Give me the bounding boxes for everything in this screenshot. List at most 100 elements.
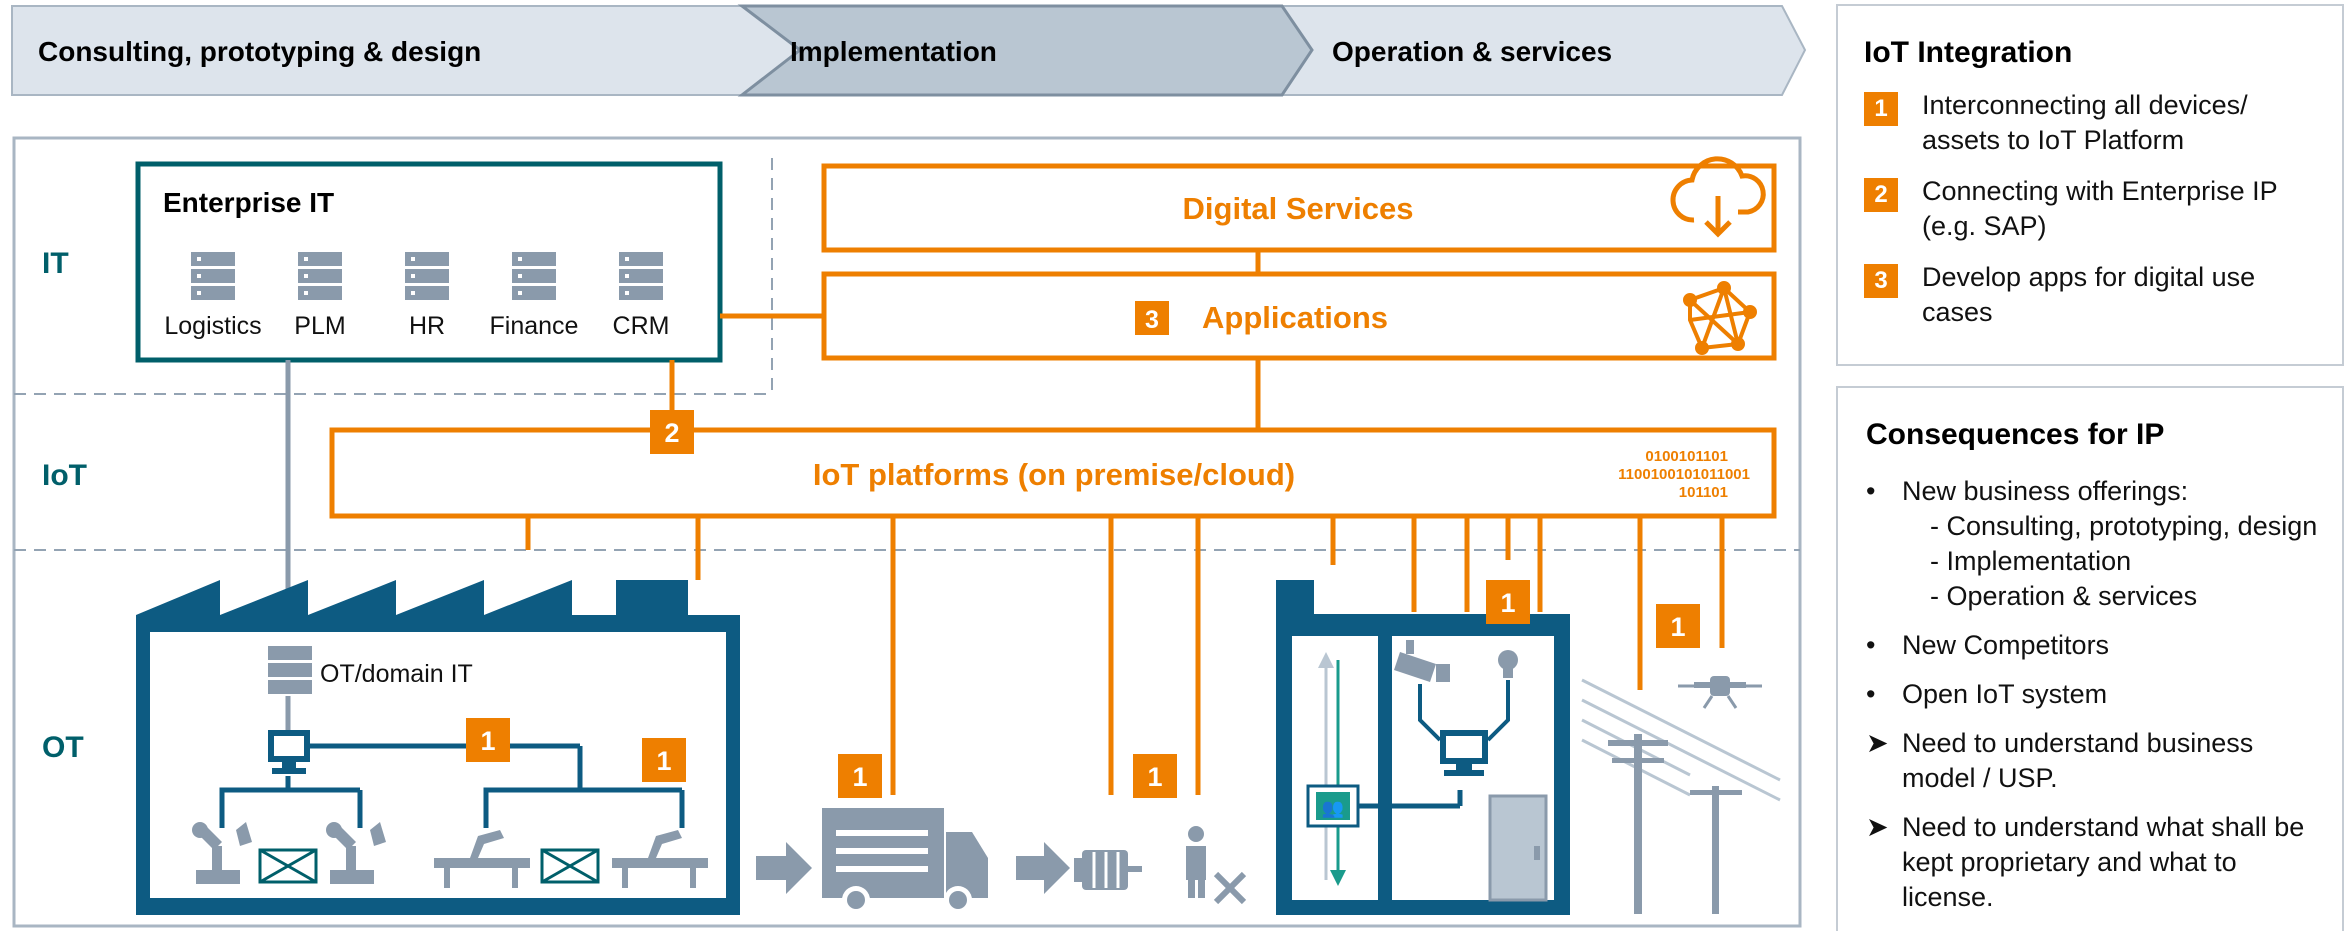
system-crm: CRM bbox=[613, 312, 670, 340]
svg-text:1: 1 bbox=[1147, 762, 1162, 792]
enterprise-it-title: Enterprise IT bbox=[163, 187, 334, 218]
bullet-text: New business offerings: bbox=[1902, 476, 2189, 506]
badge-1-motor bbox=[1133, 754, 1177, 798]
binary-line-1: 0100101101 bbox=[1645, 448, 1728, 465]
iot-integration-title: IoT Integration bbox=[1864, 36, 2073, 69]
layer-label-iot: IoT bbox=[42, 459, 87, 492]
bullet-text: Open IoT system bbox=[1902, 679, 2108, 709]
phase-consulting-label: Consulting, prototyping & design bbox=[38, 36, 481, 67]
cloud-download-icon bbox=[1670, 156, 1766, 238]
binary-line-2: 1100100101011001 bbox=[1618, 466, 1750, 483]
technician-icon bbox=[1186, 826, 1247, 905]
bullet-text: New Competitors bbox=[1902, 630, 2110, 660]
server-icons bbox=[191, 252, 663, 300]
factory-network-lines bbox=[219, 743, 685, 828]
badge-3-text: 3 bbox=[1145, 306, 1159, 334]
phase-implementation-label: Implementation bbox=[790, 36, 997, 67]
truck-icon bbox=[822, 808, 988, 914]
motor-icon bbox=[1074, 850, 1142, 890]
iot-platform-label: IoT platforms (on premise/cloud) bbox=[813, 457, 1295, 492]
badge-2-text: 2 bbox=[664, 418, 679, 448]
sub-item: - Operation & services bbox=[1930, 581, 2198, 611]
server-icon-rack bbox=[191, 286, 235, 300]
iot-connection-lines bbox=[525, 516, 1725, 795]
integration-item: 2 Connecting with Enterprise IP (e.g. SA… bbox=[1864, 174, 2318, 244]
integration-text: Develop apps for digital use cases bbox=[1922, 262, 2256, 327]
integration-text: Connecting with Enterprise IP (e.g. SAP) bbox=[1922, 176, 2278, 241]
arrow-text: Need to understand what shall be kept pr… bbox=[1902, 812, 2305, 912]
server-icon-rack bbox=[512, 252, 556, 266]
bullet-item: •New business offerings: bbox=[1866, 474, 2322, 509]
integration-num: 3 bbox=[1864, 264, 1898, 298]
integration-num: 2 bbox=[1864, 178, 1898, 212]
computer-icon bbox=[268, 730, 310, 774]
badge-1-building bbox=[1486, 580, 1530, 624]
svg-text:1: 1 bbox=[852, 762, 867, 792]
applications-label: Applications bbox=[1202, 300, 1388, 335]
door-icon bbox=[1488, 794, 1548, 902]
server-icon-rack bbox=[619, 286, 663, 300]
server-icon-rack bbox=[405, 286, 449, 300]
server-icon-rack bbox=[619, 252, 663, 266]
arrow-to-truck bbox=[756, 842, 812, 894]
domain-it-label: OT/domain IT bbox=[320, 660, 473, 688]
bullet-item: •New Competitors bbox=[1866, 628, 2322, 663]
server-icon-rack bbox=[191, 252, 235, 266]
layer-label-ot: OT bbox=[42, 731, 84, 764]
server-icon-rack bbox=[619, 269, 663, 283]
svg-text:1: 1 bbox=[480, 726, 495, 756]
digital-services-label: Digital Services bbox=[1183, 191, 1414, 226]
server-icon-rack bbox=[405, 269, 449, 283]
integration-num: 1 bbox=[1864, 92, 1898, 126]
server-icon-rack bbox=[512, 286, 556, 300]
layer-label-it: IT bbox=[42, 247, 69, 280]
arrow-to-motor bbox=[1016, 842, 1070, 894]
svg-text:1: 1 bbox=[656, 746, 671, 776]
camera-icon bbox=[1394, 640, 1450, 682]
sub-item: - Consulting, prototyping, design bbox=[1930, 511, 2318, 541]
consequences-title: Consequences for IP bbox=[1866, 418, 2165, 451]
system-finance: Finance bbox=[490, 312, 579, 340]
robot-arm-icon bbox=[192, 822, 252, 884]
sub-item: - Implementation bbox=[1930, 546, 2132, 576]
server-icon-rack bbox=[191, 269, 235, 283]
system-plm: PLM bbox=[294, 312, 345, 340]
badge-1-truck bbox=[838, 754, 882, 798]
badge-1-factory-b bbox=[642, 738, 686, 782]
bullet-item: •Open IoT system bbox=[1866, 677, 2322, 712]
server-icon-rack bbox=[298, 286, 342, 300]
system-hr: HR bbox=[409, 312, 445, 340]
iot-platform-box bbox=[329, 427, 1777, 519]
badge-2-enterprise-link bbox=[650, 410, 694, 454]
main-frame bbox=[12, 136, 1802, 928]
binary-line-3: 101101 bbox=[1679, 484, 1728, 501]
conveyor-robot-icon bbox=[434, 830, 708, 888]
arrow-text: Need to understand business model / USP. bbox=[1902, 728, 2254, 793]
svg-text:1: 1 bbox=[1500, 588, 1515, 618]
consequences-panel: Consequences for IP •New business offeri… bbox=[1836, 386, 2344, 931]
integration-item: 1 Interconnecting all devices/ assets to… bbox=[1864, 88, 2318, 158]
power-pole-icon bbox=[1608, 734, 1742, 914]
drone-icon bbox=[1678, 676, 1762, 709]
phase-operation-label: Operation & services bbox=[1332, 36, 1612, 67]
svg-text:👥: 👥 bbox=[1322, 798, 1344, 818]
server-icon-rack bbox=[298, 252, 342, 266]
lightbulb-icon bbox=[1498, 650, 1518, 678]
crossing-icon bbox=[258, 848, 600, 884]
badge-3-applications bbox=[1135, 301, 1169, 335]
robot-arm-icon-2 bbox=[326, 822, 386, 884]
digital-services-box bbox=[821, 163, 1777, 253]
arrow-item: ➤Need to understand what shall be kept p… bbox=[1866, 810, 2322, 915]
svg-text:1: 1 bbox=[1670, 612, 1685, 642]
domain-it-server-icon bbox=[268, 646, 312, 694]
elevator-icon: 👥 bbox=[1306, 652, 1360, 886]
phase-implementation-chevron bbox=[737, 4, 1314, 97]
iot-integration-panel: IoT Integration 1 Interconnecting all de… bbox=[1836, 4, 2344, 366]
arrow-item: ➤Need to understand business model / USP… bbox=[1866, 726, 2322, 796]
badge-1-factory-a bbox=[466, 718, 510, 762]
integration-item: 3 Develop apps for digital use cases bbox=[1864, 260, 2318, 330]
integration-text: Interconnecting all devices/ assets to I… bbox=[1922, 90, 2248, 155]
building-computer-icon bbox=[1440, 730, 1488, 776]
server-icon-rack bbox=[405, 252, 449, 266]
